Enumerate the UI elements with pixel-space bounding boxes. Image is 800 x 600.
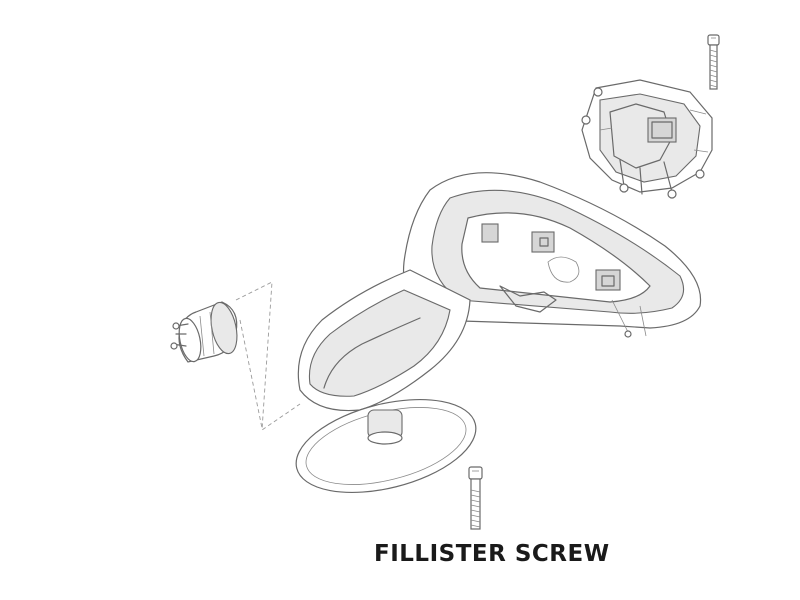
top-screw (707, 34, 720, 90)
rear-housing (581, 79, 713, 199)
mirror-head (402, 172, 702, 338)
alignment-lines (235, 281, 301, 431)
fillister-screw-label: FILLISTER SCREW (374, 541, 610, 567)
base-plate (295, 398, 477, 494)
mirror-arm (297, 269, 471, 412)
motor-actuator (170, 301, 238, 363)
fillister-screw (468, 466, 483, 530)
